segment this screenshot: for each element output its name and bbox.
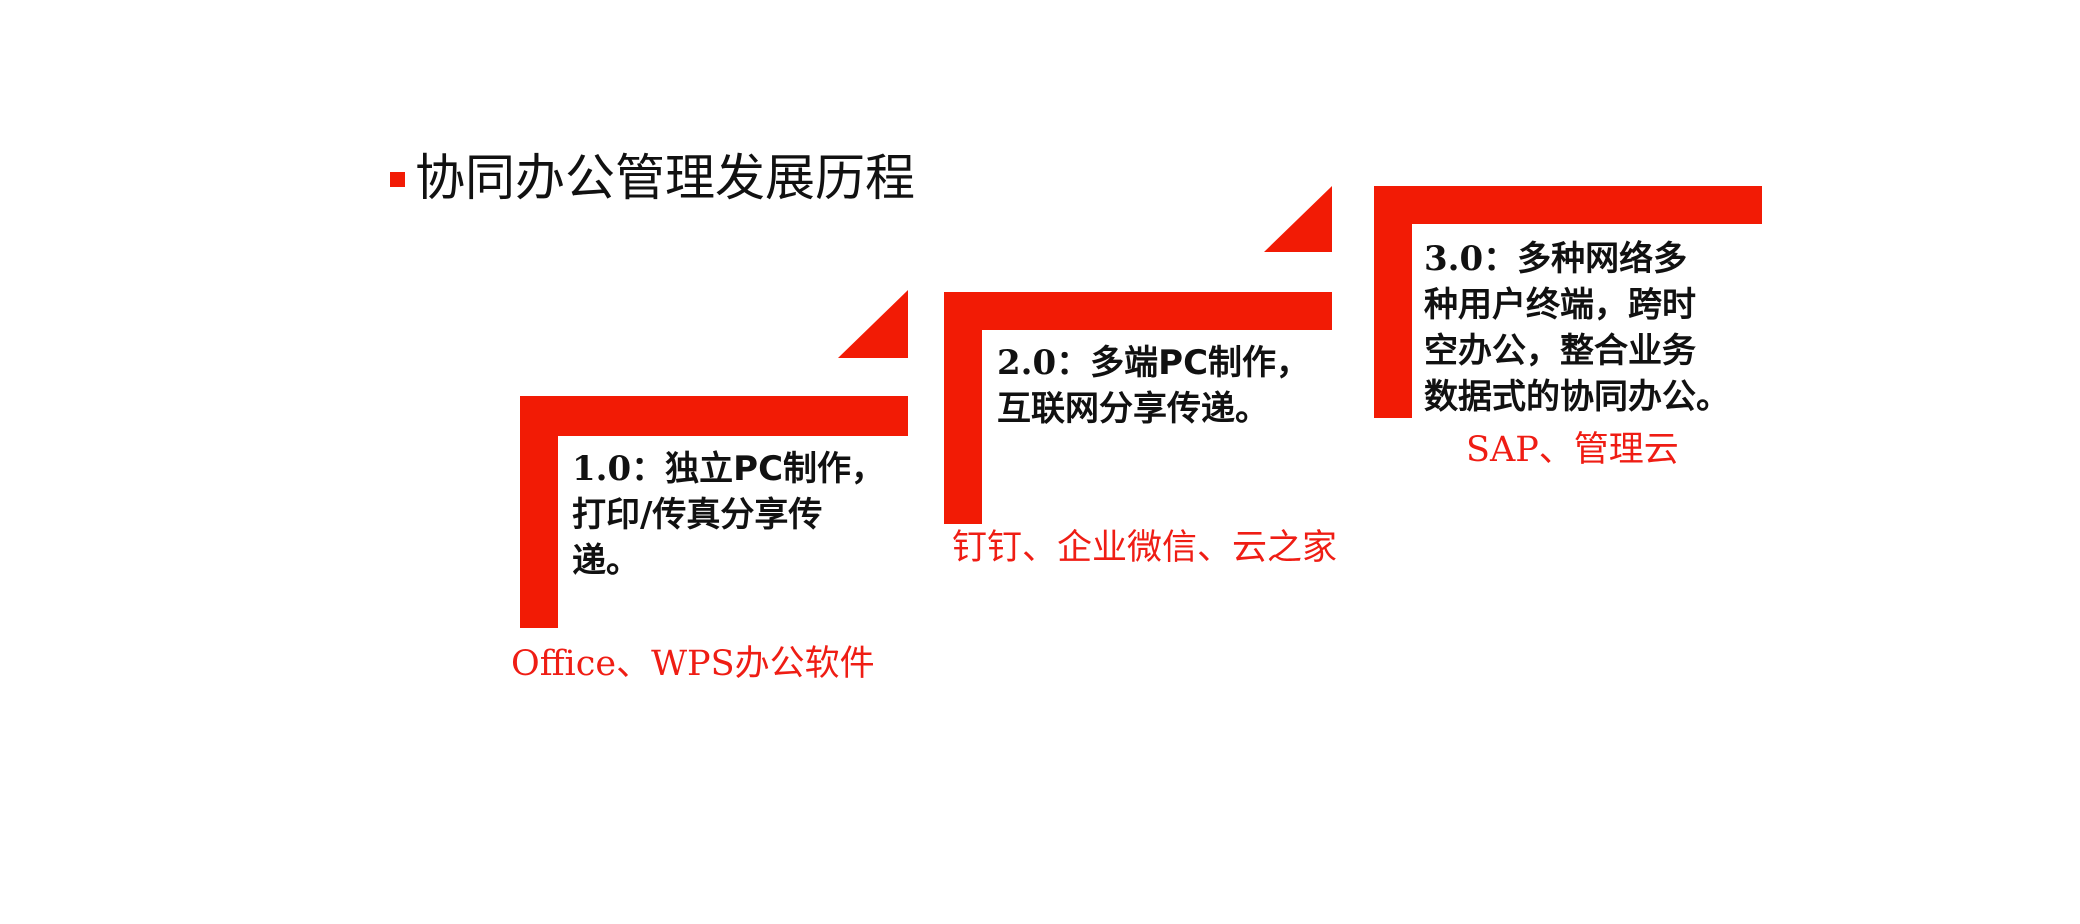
- step3-description: 3.0：多种网络多 种用户终端，跨时 空办公，整合业务 数据式的协同办公。: [1424, 236, 1764, 420]
- step2-stair-triangle: [1264, 186, 1332, 252]
- step1-bracket-horizontal: [520, 396, 908, 436]
- title-text: 协同办公管理发展历程: [415, 149, 915, 207]
- step1-description: 1.0：独立PC制作， 打印/传真分享传 递。: [572, 446, 912, 584]
- step3-line-3: 空办公，整合业务: [1424, 331, 1696, 371]
- step3-bracket-vertical: [1374, 186, 1412, 418]
- title-bullet: [390, 171, 405, 187]
- step1-version: 1.0：: [572, 449, 666, 489]
- step2-products: 钉钉、企业微信、云之家: [952, 528, 1338, 568]
- step2-bracket-vertical: [944, 292, 982, 524]
- page-title: 协同办公管理发展历程: [390, 148, 915, 208]
- step1-products: Office、WPS办公软件: [511, 644, 875, 684]
- step1-line-1: 独立PC制作，: [665, 449, 886, 489]
- step3-bracket-horizontal: [1374, 186, 1762, 224]
- step2-line-2: 互联网分享传递。: [997, 389, 1269, 429]
- step3-line-4: 数据式的协同办公。: [1424, 377, 1730, 417]
- step3-products: SAP、管理云: [1466, 430, 1679, 470]
- step2-version: 2.0：: [997, 343, 1091, 383]
- step3-line-2: 种用户终端，跨时: [1424, 285, 1696, 325]
- step3-line-1: 多种网络多: [1517, 239, 1688, 279]
- step1-line-2: 打印/传真分享传: [572, 495, 823, 535]
- step2-description: 2.0：多端PC制作， 互联网分享传递。: [997, 340, 1357, 432]
- step1-line-3: 递。: [572, 541, 640, 581]
- step2-line-1: 多端PC制作，: [1090, 343, 1311, 383]
- step1-stair-triangle: [838, 290, 908, 358]
- step3-version: 3.0：: [1424, 239, 1518, 279]
- step2-bracket-horizontal: [944, 292, 1332, 330]
